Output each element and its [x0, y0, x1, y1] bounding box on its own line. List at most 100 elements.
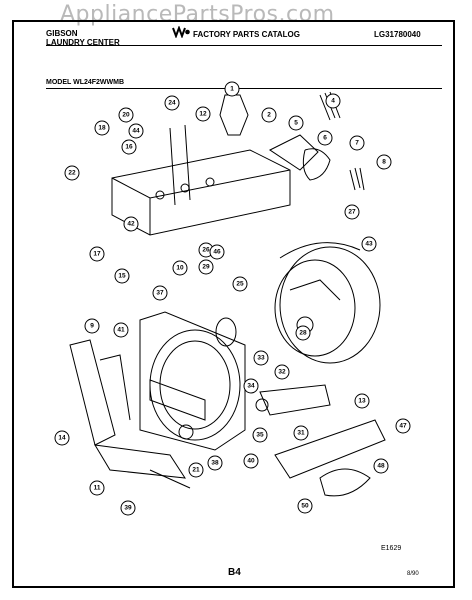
callout-47: 47 [395, 418, 411, 434]
callout-50: 50 [297, 498, 313, 514]
callout-28: 28 [295, 325, 311, 341]
svg-text:44: 44 [132, 128, 140, 135]
catalog-date: 8/90 [407, 571, 419, 577]
svg-text:34: 34 [247, 383, 255, 390]
callout-33: 33 [253, 350, 269, 366]
callout-7: 7 [349, 135, 365, 151]
svg-text:13: 13 [358, 398, 366, 405]
svg-text:37: 37 [156, 290, 164, 297]
figure-code: E1629 [381, 545, 402, 552]
page-number: B4 [228, 567, 241, 578]
svg-text:2: 2 [267, 112, 271, 119]
model-line: MODEL WL24F2WWMB [46, 79, 125, 86]
callout-16: 16 [121, 139, 137, 155]
svg-text:41: 41 [117, 327, 125, 334]
svg-text:20: 20 [122, 112, 130, 119]
svg-text:40: 40 [247, 458, 255, 465]
callout-25: 25 [232, 276, 248, 292]
callout-8: 8 [376, 154, 392, 170]
callout-48: 48 [373, 458, 389, 474]
watermark: AppliancePartsPros.com [60, 2, 335, 27]
bulkhead-drawing [139, 311, 246, 451]
svg-text:42: 42 [127, 221, 135, 228]
svg-text:38: 38 [211, 460, 219, 467]
callout-13: 13 [354, 393, 370, 409]
svg-text:9: 9 [90, 323, 94, 330]
svg-text:43: 43 [365, 241, 373, 248]
callout-39: 39 [120, 500, 136, 516]
callout-1: 1 [224, 81, 240, 97]
callout-43: 43 [361, 236, 377, 252]
svg-text:50: 50 [301, 503, 309, 510]
svg-text:14: 14 [58, 435, 66, 442]
brand-logo [172, 26, 190, 38]
svg-text:39: 39 [124, 505, 132, 512]
brand-block: GIBSON LAUNDRY CENTER [46, 29, 136, 47]
svg-text:15: 15 [118, 273, 126, 280]
svg-text:24: 24 [168, 100, 176, 107]
svg-text:27: 27 [348, 209, 356, 216]
svg-text:7: 7 [355, 140, 359, 147]
callout-24: 24 [164, 95, 180, 111]
header-rule [46, 45, 442, 46]
callout-27: 27 [344, 204, 360, 220]
callout-32: 32 [274, 364, 290, 380]
doc-number: LG31780040 [374, 30, 421, 39]
callout-41: 41 [113, 322, 129, 338]
callout-14: 14 [54, 430, 70, 446]
callout-9: 9 [84, 318, 100, 334]
svg-text:16: 16 [125, 144, 133, 151]
callout-6: 6 [317, 130, 333, 146]
svg-text:28: 28 [299, 330, 307, 337]
callout-31: 31 [293, 425, 309, 441]
callout-18: 18 [94, 120, 110, 136]
callout-29: 29 [198, 259, 214, 275]
motor-drawing [255, 384, 386, 497]
svg-text:12: 12 [199, 111, 207, 118]
svg-text:31: 31 [297, 430, 305, 437]
svg-text:48: 48 [377, 463, 385, 470]
page-frame [12, 20, 455, 588]
svg-text:17: 17 [93, 251, 101, 258]
drum-drawing [274, 242, 381, 364]
catalog-title: FACTORY PARTS CATALOG [193, 30, 300, 39]
svg-text:29: 29 [202, 264, 210, 271]
brand-subtitle: LAUNDRY CENTER [46, 38, 120, 47]
callout-34: 34 [243, 378, 259, 394]
callout-10: 10 [172, 260, 188, 276]
svg-text:4: 4 [331, 98, 335, 105]
callout-4: 4 [325, 93, 341, 109]
svg-text:33: 33 [257, 355, 265, 362]
callout-group: 1 2 4 5 6 7 8 9 10 11 12 13 14 15 16 17 … [54, 81, 411, 516]
callout-46: 46 [209, 244, 225, 260]
callout-2: 2 [261, 107, 277, 123]
callout-21: 21 [188, 462, 204, 478]
svg-text:26: 26 [202, 247, 210, 254]
callout-40: 40 [243, 453, 259, 469]
control-console-drawing [111, 91, 365, 236]
svg-text:5: 5 [294, 120, 298, 127]
callout-12: 12 [195, 106, 211, 122]
callout-5: 5 [288, 115, 304, 131]
model-rule [46, 88, 442, 89]
callout-42: 42 [123, 216, 139, 232]
callout-35: 35 [252, 427, 268, 443]
brand-name: GIBSON [46, 29, 78, 38]
svg-text:18: 18 [98, 125, 106, 132]
svg-text:10: 10 [176, 265, 184, 272]
svg-text:35: 35 [256, 432, 264, 439]
callout-44: 44 [128, 123, 144, 139]
svg-text:21: 21 [192, 467, 200, 474]
svg-text:47: 47 [399, 423, 407, 430]
callout-38: 38 [207, 455, 223, 471]
svg-text:46: 46 [213, 249, 221, 256]
svg-text:32: 32 [278, 369, 286, 376]
front-panel-drawing [69, 339, 191, 489]
callout-15: 15 [114, 268, 130, 284]
callout-17: 17 [89, 246, 105, 262]
svg-text:6: 6 [323, 135, 327, 142]
callout-22: 22 [64, 165, 80, 181]
svg-text:8: 8 [382, 159, 386, 166]
